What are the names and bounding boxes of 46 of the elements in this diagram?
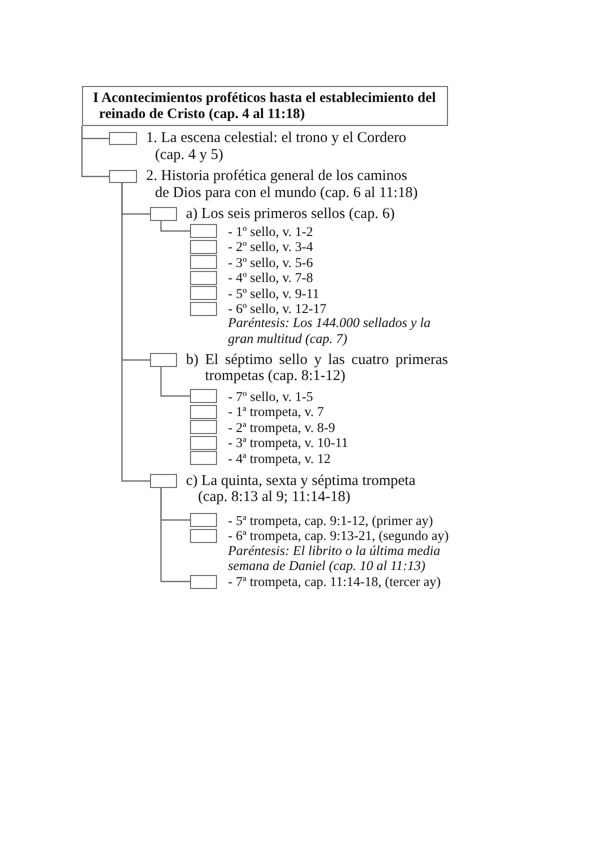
blank-box [190,420,217,434]
connector-line [81,126,109,178]
item-text: - 5ª trompeta, cap. 9:1-12, (primer ay) [228,512,434,528]
section-heading: 1. La escena celestial: el trono y el Cordero (cap. 4 y 5) [146,130,408,164]
item-text: - 6º sello, v. 12-17 [228,301,328,316]
subsection-heading: c) La quinta, sexta y séptima trompeta (cap. 8:13 al 9; 11:14-18) [186,473,417,505]
connector-line [160,367,190,397]
item-text: - 7ª trompeta, cap. 11:14-18, (tercer ay) [228,574,442,589]
blank-box [190,451,217,465]
heading-box: I Acontecimientos proféticos hasta el establecimiento del reinado de Cristo (cap. 4 al 11:18) [82,86,448,126]
item-text: - 4º sello, v. 7-8 [228,270,314,285]
blank-box [190,513,217,527]
blank-box [190,286,217,300]
subsection-heading: b) El séptimo sello y las cuatro primeras trompetas (cap. 8:1-12) [186,352,448,384]
item-text: - 3º sello, v. 5-6 [228,254,314,270]
connector-line [121,183,150,482]
blank-box [150,353,177,367]
item-text: - 5º sello, v. 9-11 [228,286,320,300]
blank-box [190,574,217,588]
blank-box [190,270,217,284]
blank-box [190,528,217,542]
item-text: - 1ª trompeta, v. 7 [228,404,325,419]
blank-box [109,170,137,183]
note-text: Paréntesis: Los 144.000 sellados y la gran multitud (cap. 7) [228,315,432,348]
blank-box [190,302,217,316]
blank-box [190,224,217,238]
item-text: - 1º sello, v. 1-2 [228,224,314,238]
item-text: - 2º sello, v. 3-4 [228,239,314,254]
item-text: - 3ª trompeta, v. 10-11 [228,435,350,450]
item-text: - 6ª trompeta, cap. 9:13-21, (segundo ay) [228,528,450,543]
blank-box [190,436,217,450]
blank-box [150,474,177,488]
blank-box [190,389,217,403]
blank-box [190,404,217,418]
blank-box [190,240,217,254]
blank-box [190,255,217,269]
section-heading: 2. Historia profética general de los caminos de Dios para con el mundo (cap. 6 al 11:18) [146,168,419,202]
item-text: - 7º sello, v. 1-5 [228,388,314,404]
blank-box [150,207,177,221]
blank-box [109,132,137,145]
connector-line [160,488,190,582]
subsection-heading: a) Los seis primeros sellos (cap. 6) [186,206,396,222]
connector-line [160,221,190,232]
item-text: - 4ª trompeta, v. 12 [228,450,332,466]
note-text: Paréntesis: El librito o la última media semana de Daniel (cap. 10 al 11:13) [228,543,442,574]
item-text: - 2ª trompeta, v. 8-9 [228,420,336,434]
